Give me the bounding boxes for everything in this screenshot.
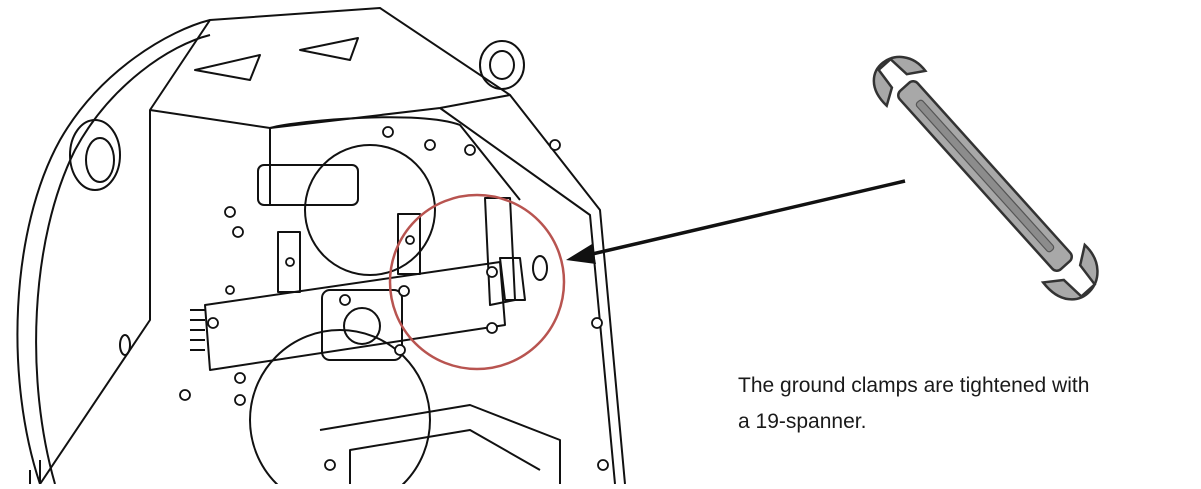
motor-body bbox=[349, 429, 541, 484]
upper-flange bbox=[304, 144, 436, 276]
lifting-eye-left-inner bbox=[85, 137, 115, 183]
lower-flange bbox=[249, 329, 431, 489]
window-slot bbox=[257, 164, 359, 206]
housing-outer-arc bbox=[16, 19, 211, 485]
caption-line-1: The ground clamps are tightened with bbox=[738, 374, 1090, 397]
front-top bbox=[269, 116, 521, 201]
center-block bbox=[321, 289, 403, 361]
spring bbox=[190, 309, 205, 351]
motor-top bbox=[319, 404, 561, 484]
clamp-left-post bbox=[277, 231, 301, 293]
machine-housing bbox=[16, 7, 626, 489]
screws bbox=[179, 126, 609, 471]
spanner-icon bbox=[872, 55, 1099, 301]
base-lines bbox=[29, 460, 41, 484]
ground-nut bbox=[499, 257, 526, 301]
right-outer-edge bbox=[509, 94, 626, 485]
highlight-circle bbox=[388, 193, 566, 371]
lifting-eye-right bbox=[479, 40, 525, 90]
side-hole bbox=[119, 334, 131, 356]
clamp-plate bbox=[204, 261, 506, 371]
housing-inner-arc bbox=[35, 34, 211, 485]
ground-tab bbox=[484, 197, 516, 306]
caption-text: The ground clamps are tightened with a 1… bbox=[738, 368, 1198, 440]
lifting-eye-right-inner bbox=[489, 50, 515, 80]
caption-line-2: a 19-spanner. bbox=[738, 410, 867, 433]
arrow-icon bbox=[566, 179, 906, 264]
side-hole bbox=[532, 255, 548, 281]
lifting-eye-left bbox=[69, 119, 121, 191]
left-edge bbox=[39, 110, 151, 485]
warning-triangle-icon bbox=[194, 54, 261, 81]
right-edge bbox=[439, 107, 616, 485]
warning-triangle-icon bbox=[299, 37, 359, 61]
center-hole bbox=[343, 307, 381, 345]
